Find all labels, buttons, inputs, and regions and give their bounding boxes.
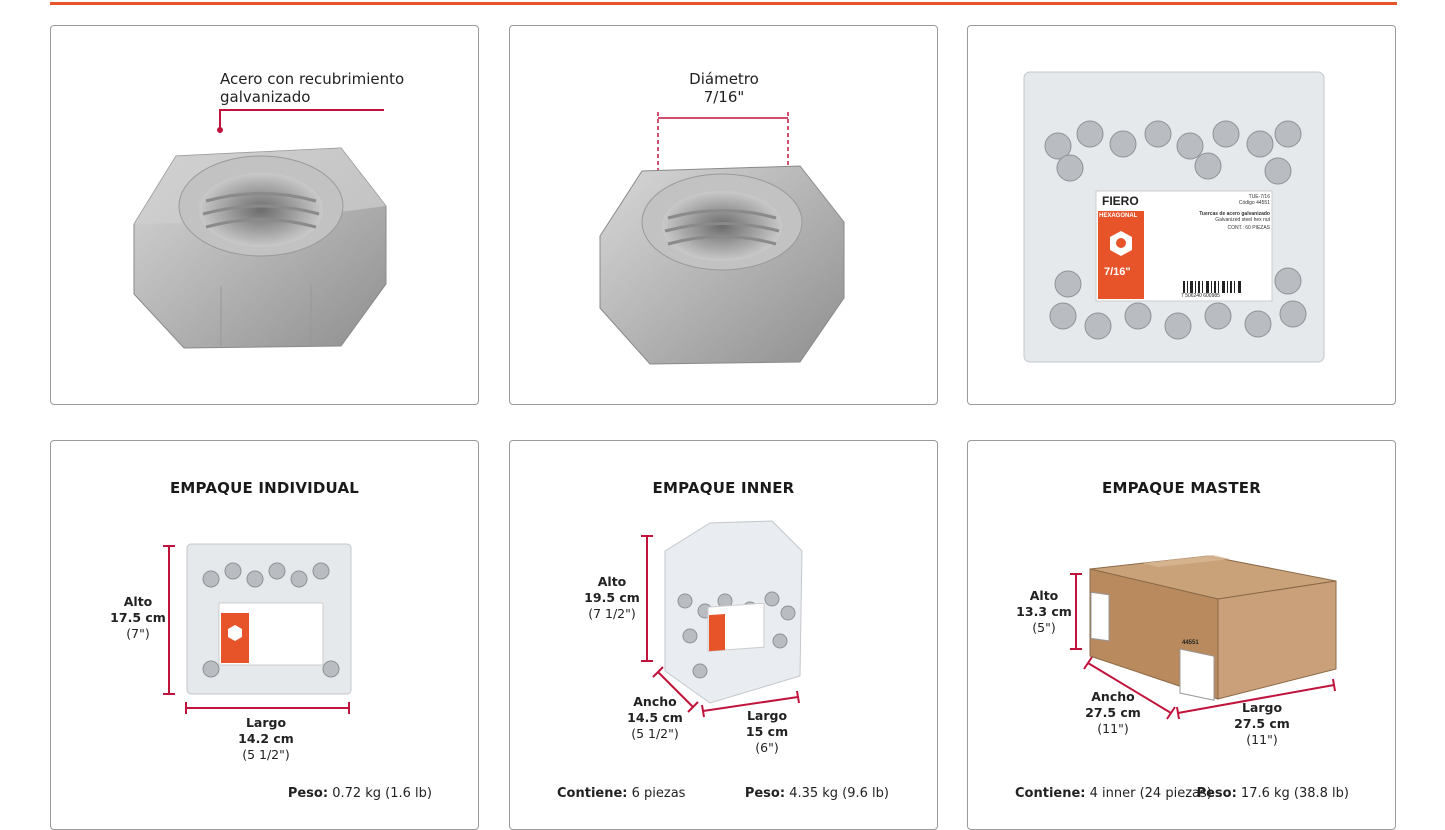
top-accent-line [50,2,1397,5]
master-title: EMPAQUE MASTER [1102,479,1261,497]
master-contents: Contiene: 4 inner (24 piezas) [1015,786,1212,801]
inner-package-panel: EMPAQUE INNER Alto 19.5 cm (7 1/2") Anch… [509,440,938,830]
diameter-panel: Diámetro 7/16" [509,25,938,405]
bag-type-label: HEXAGONAL [1099,213,1138,219]
inner-ancho-dimension: Ancho 14.5 cm (5 1/2") [627,694,683,741]
master-alto-dimension: Alto 13.3 cm (5") [1016,588,1072,635]
master-box-image [1070,555,1337,720]
master-package-panel: EMPAQUE MASTER 44551 Alto 13.3 cm (5") A… [967,440,1396,830]
individual-weight: Peso: 0.72 kg (1.6 lb) [287,786,432,801]
hex-nut-image [133,109,387,349]
hex-nut-diameter-image [599,112,845,365]
material-callout: Acero con recubrimiento galvanizado [220,70,405,106]
material-panel: Acero con recubrimiento galvanizado [50,25,479,405]
individual-largo-dimension: Largo 14.2 cm (5 1/2") [238,715,294,762]
package-photo-panel: FIERO HEXAGONAL 7/16" TUE-7/16 Código 44… [967,25,1396,405]
bag-brand: FIERO [1102,194,1139,208]
master-ancho-dimension: Ancho 27.5 cm (11") [1085,689,1141,736]
bag-size: 7/16" [1104,266,1131,278]
bag-description: Tuercas de acero galvanizado Galvanized … [1199,211,1270,231]
inner-package-image [641,520,803,718]
master-weight: Peso: 17.6 kg (38.8 lb) [1196,786,1349,801]
inner-title: EMPAQUE INNER [652,479,795,497]
inner-alto-dimension: Alto 19.5 cm (7 1/2") [584,574,640,621]
bag-code: TUE-7/16 Código 44551 [1238,194,1270,206]
master-box-code: 44551 [1182,640,1199,646]
bag-barcode-number: 7 506240 600985 [1181,293,1220,299]
individual-alto-dimension: Alto 17.5 cm (7") [110,594,166,641]
individual-title: EMPAQUE INDIVIDUAL [169,479,360,497]
inner-contents: Contiene: 6 piezas [557,786,686,801]
inner-weight: Peso: 4.35 kg (9.6 lb) [744,786,889,801]
individual-package-image [163,543,352,714]
nut-bag-image [1023,71,1325,363]
master-largo-dimension: Largo 27.5 cm (11") [1234,700,1290,747]
individual-package-panel: EMPAQUE INDIVIDUAL Alto 17.5 cm (7") Lar… [50,440,479,830]
diameter-callout: Diámetro 7/16" [689,70,759,106]
inner-largo-dimension: Largo 15 cm (6") [745,708,789,755]
